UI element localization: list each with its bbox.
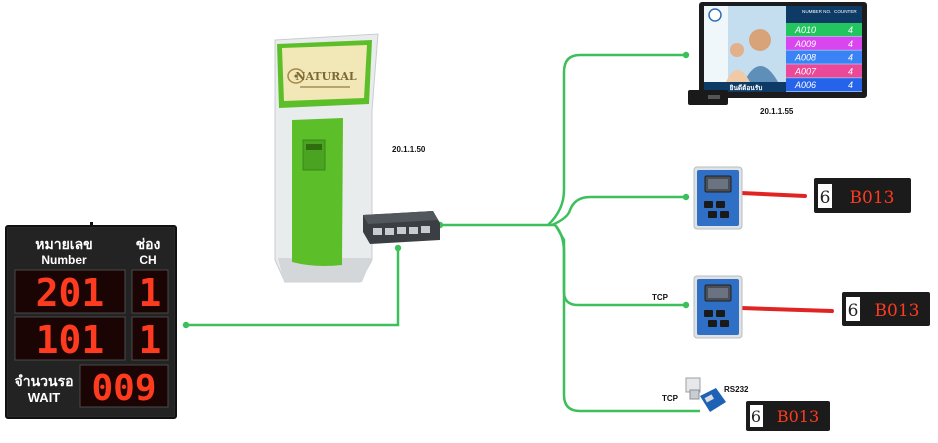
- tv-row-counter: 4: [848, 39, 853, 49]
- caller-device-2: [693, 275, 743, 339]
- queue-board: หมายเลข Number ช่อง CH 201 1 101 1 จำนวน…: [5, 222, 177, 419]
- led-sign-1: 6 B013: [814, 178, 911, 213]
- tv-row-bg: [786, 23, 862, 36]
- tv-ip-label: 20.1.1.55: [760, 107, 794, 116]
- network-switch: [363, 211, 440, 244]
- link-hub-caller1: [551, 195, 686, 227]
- led-sign-2: 6 B013: [842, 292, 930, 326]
- tv-row-number: A007: [794, 66, 817, 76]
- tv-row-number: A009: [794, 39, 816, 49]
- led-sign-2-number: B013: [875, 301, 920, 321]
- led-sign-1-prefix: 6: [820, 188, 831, 208]
- switch-ports: [373, 226, 430, 235]
- endpoint-dot: [182, 321, 190, 329]
- tcp-label-caller2: TCP: [652, 293, 668, 302]
- link-board-switch: [186, 248, 400, 327]
- board-number-label-th: หมายเลข: [35, 236, 92, 252]
- board-row1-channel: 1: [139, 271, 162, 315]
- board-channel-label-en: CH: [139, 253, 156, 267]
- board-channel-label-th: ช่อง: [136, 236, 161, 252]
- tv-row-number: A006: [794, 80, 816, 90]
- rs232-label: RS232: [724, 385, 749, 394]
- tv-row-counter: 4: [848, 25, 853, 35]
- serial-cable-1: [739, 191, 807, 198]
- rs232-converter: [685, 377, 726, 412]
- tv-header-number: NUMBER NO.: [802, 9, 831, 14]
- tv-row-number: A008: [794, 53, 816, 63]
- led-sign-1-number: B013: [850, 188, 895, 208]
- tv-row-bg: [786, 50, 862, 64]
- endpoint-dot: [394, 244, 402, 252]
- caller-device-1: [693, 166, 743, 230]
- board-row2-number: 101: [36, 318, 105, 362]
- kiosk-ip-label: 20.1.1.50: [392, 145, 426, 154]
- tv-row-bg: [786, 78, 862, 92]
- endpoint-dot: [682, 51, 690, 59]
- led-sign-3-prefix: 6: [751, 407, 761, 426]
- tv-row-bg: [786, 64, 862, 78]
- led-sign-3: 6 B013: [746, 401, 830, 431]
- tv-row-counter: 4: [848, 80, 853, 90]
- board-wait-label-en: WAIT: [28, 390, 61, 405]
- svg-text:✦: ✦: [293, 72, 300, 81]
- board-row1-number: 201: [36, 271, 105, 315]
- link-hub-tv: [547, 53, 686, 226]
- tv-row-counter: 4: [848, 66, 853, 76]
- board-number-label-en: Number: [41, 253, 87, 267]
- kiosk-brand-text: NATURAL: [295, 70, 356, 83]
- board-wait-label-th: จำนวนรอ: [15, 373, 74, 389]
- network-lines: [186, 53, 700, 413]
- kiosk: ✦ NATURAL: [274, 33, 379, 283]
- endpoint-dot: [682, 301, 690, 309]
- board-row2-channel: 1: [139, 318, 162, 362]
- board-wait-count: 009: [91, 368, 156, 409]
- led-sign-3-number: B013: [777, 407, 819, 426]
- serial-cable-2: [739, 306, 834, 313]
- tv-row-counter: 4: [848, 53, 853, 63]
- endpoint-dot: [682, 193, 690, 201]
- tv-header-counter: COUNTER: [834, 9, 857, 14]
- line-endpoints: [182, 51, 690, 329]
- tv-row-number: A010: [794, 25, 816, 35]
- tv-ticker: ยินดีต้อนรับ: [729, 83, 762, 92]
- serial-cables: [739, 191, 834, 313]
- tcp-label-converter: TCP: [662, 394, 678, 403]
- link-hub-converter: [554, 225, 700, 413]
- led-sign-2-prefix: 6: [848, 301, 859, 321]
- tv-row-bg: [786, 36, 862, 50]
